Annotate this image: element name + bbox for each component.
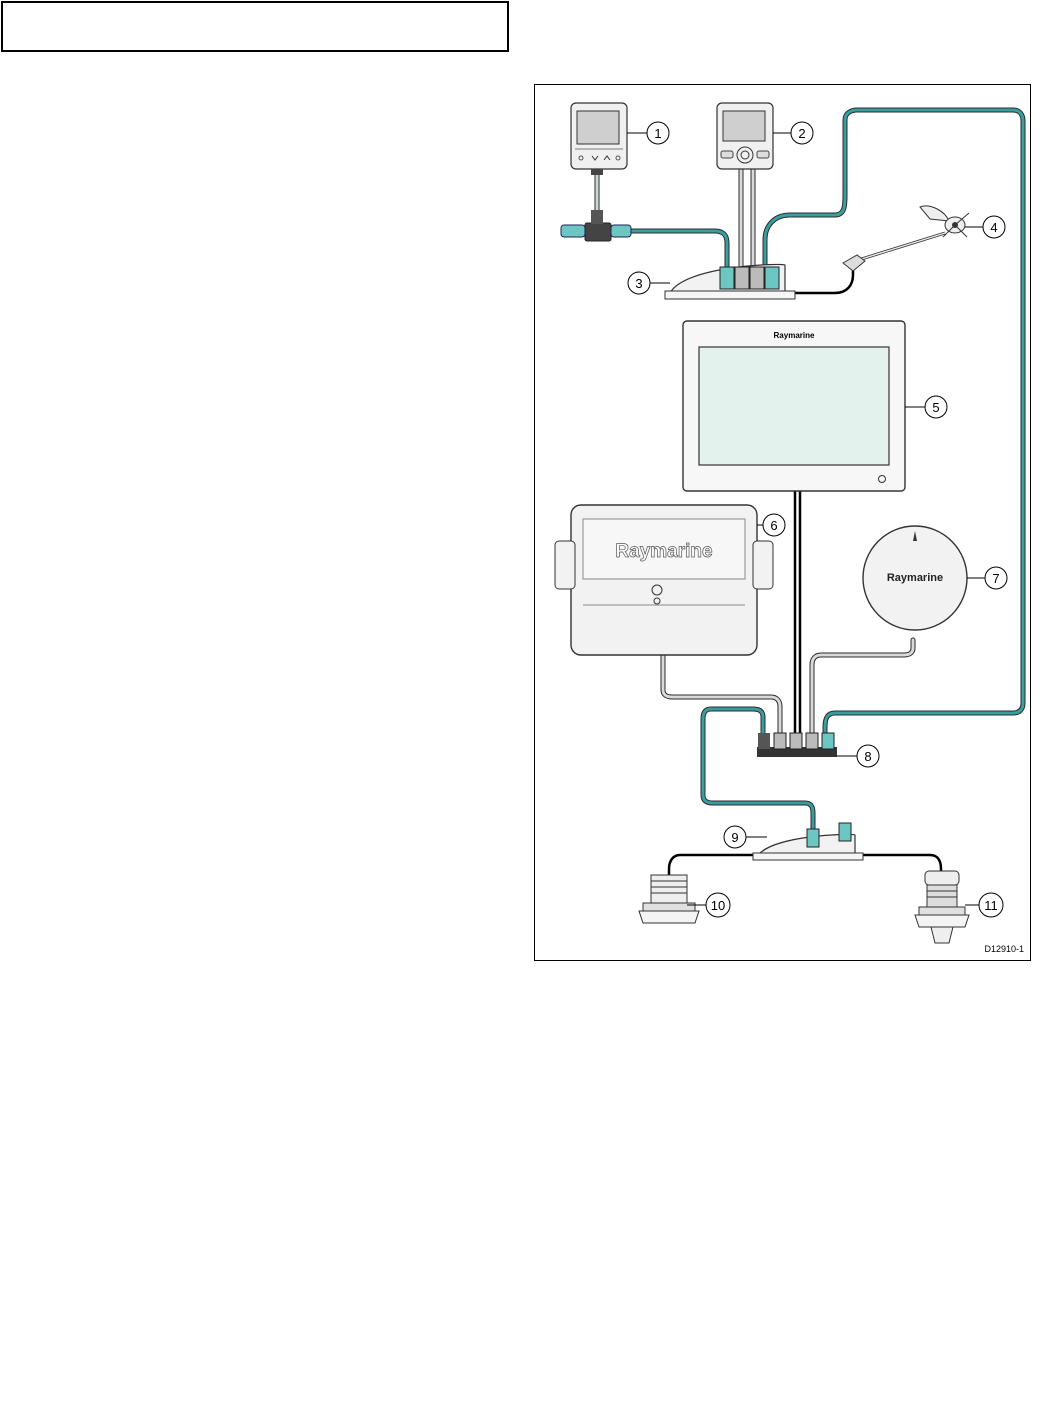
display-brand-label: Raymarine [774,331,815,340]
callout-label-9: 9 [731,830,738,845]
callout-label-3: 3 [635,276,642,291]
callout-label-11: 11 [984,898,998,913]
depth-transducer-10 [639,875,699,923]
callout-label-4: 4 [990,220,997,235]
callout-label-7: 7 [992,571,999,586]
callout-label-1: 1 [654,126,661,141]
multifunction-display-5: Raymarine [683,321,905,491]
callout-label-8: 8 [864,749,871,764]
speed-transducer-11 [915,871,969,943]
header-box [1,1,509,52]
callout-label-5: 5 [932,400,939,415]
system-diagram: Raymarine Raymarine Raymarine [535,85,1032,962]
figure-id: D12910-1 [984,944,1024,954]
instrument-display-1 [571,103,627,175]
five-way-connector-8 [757,733,837,757]
compass-brand-label: Raymarine [887,572,943,584]
callout-label-6: 6 [770,518,777,533]
wind-vane-4 [843,206,969,271]
pilot-controller-2 [717,103,773,169]
t-piece-connector [561,210,631,241]
transducer-pod-9 [753,823,863,860]
autopilot-acu-6: Raymarine [555,505,773,655]
acu-brand-label: Raymarine [615,541,712,562]
callout-label-2: 2 [798,126,805,141]
system-diagram-figure: Raymarine Raymarine Raymarine [534,84,1031,961]
fluxgate-compass-7: Raymarine [863,526,967,630]
callout-label-10: 10 [711,898,725,913]
network-pod-3 [665,264,795,299]
